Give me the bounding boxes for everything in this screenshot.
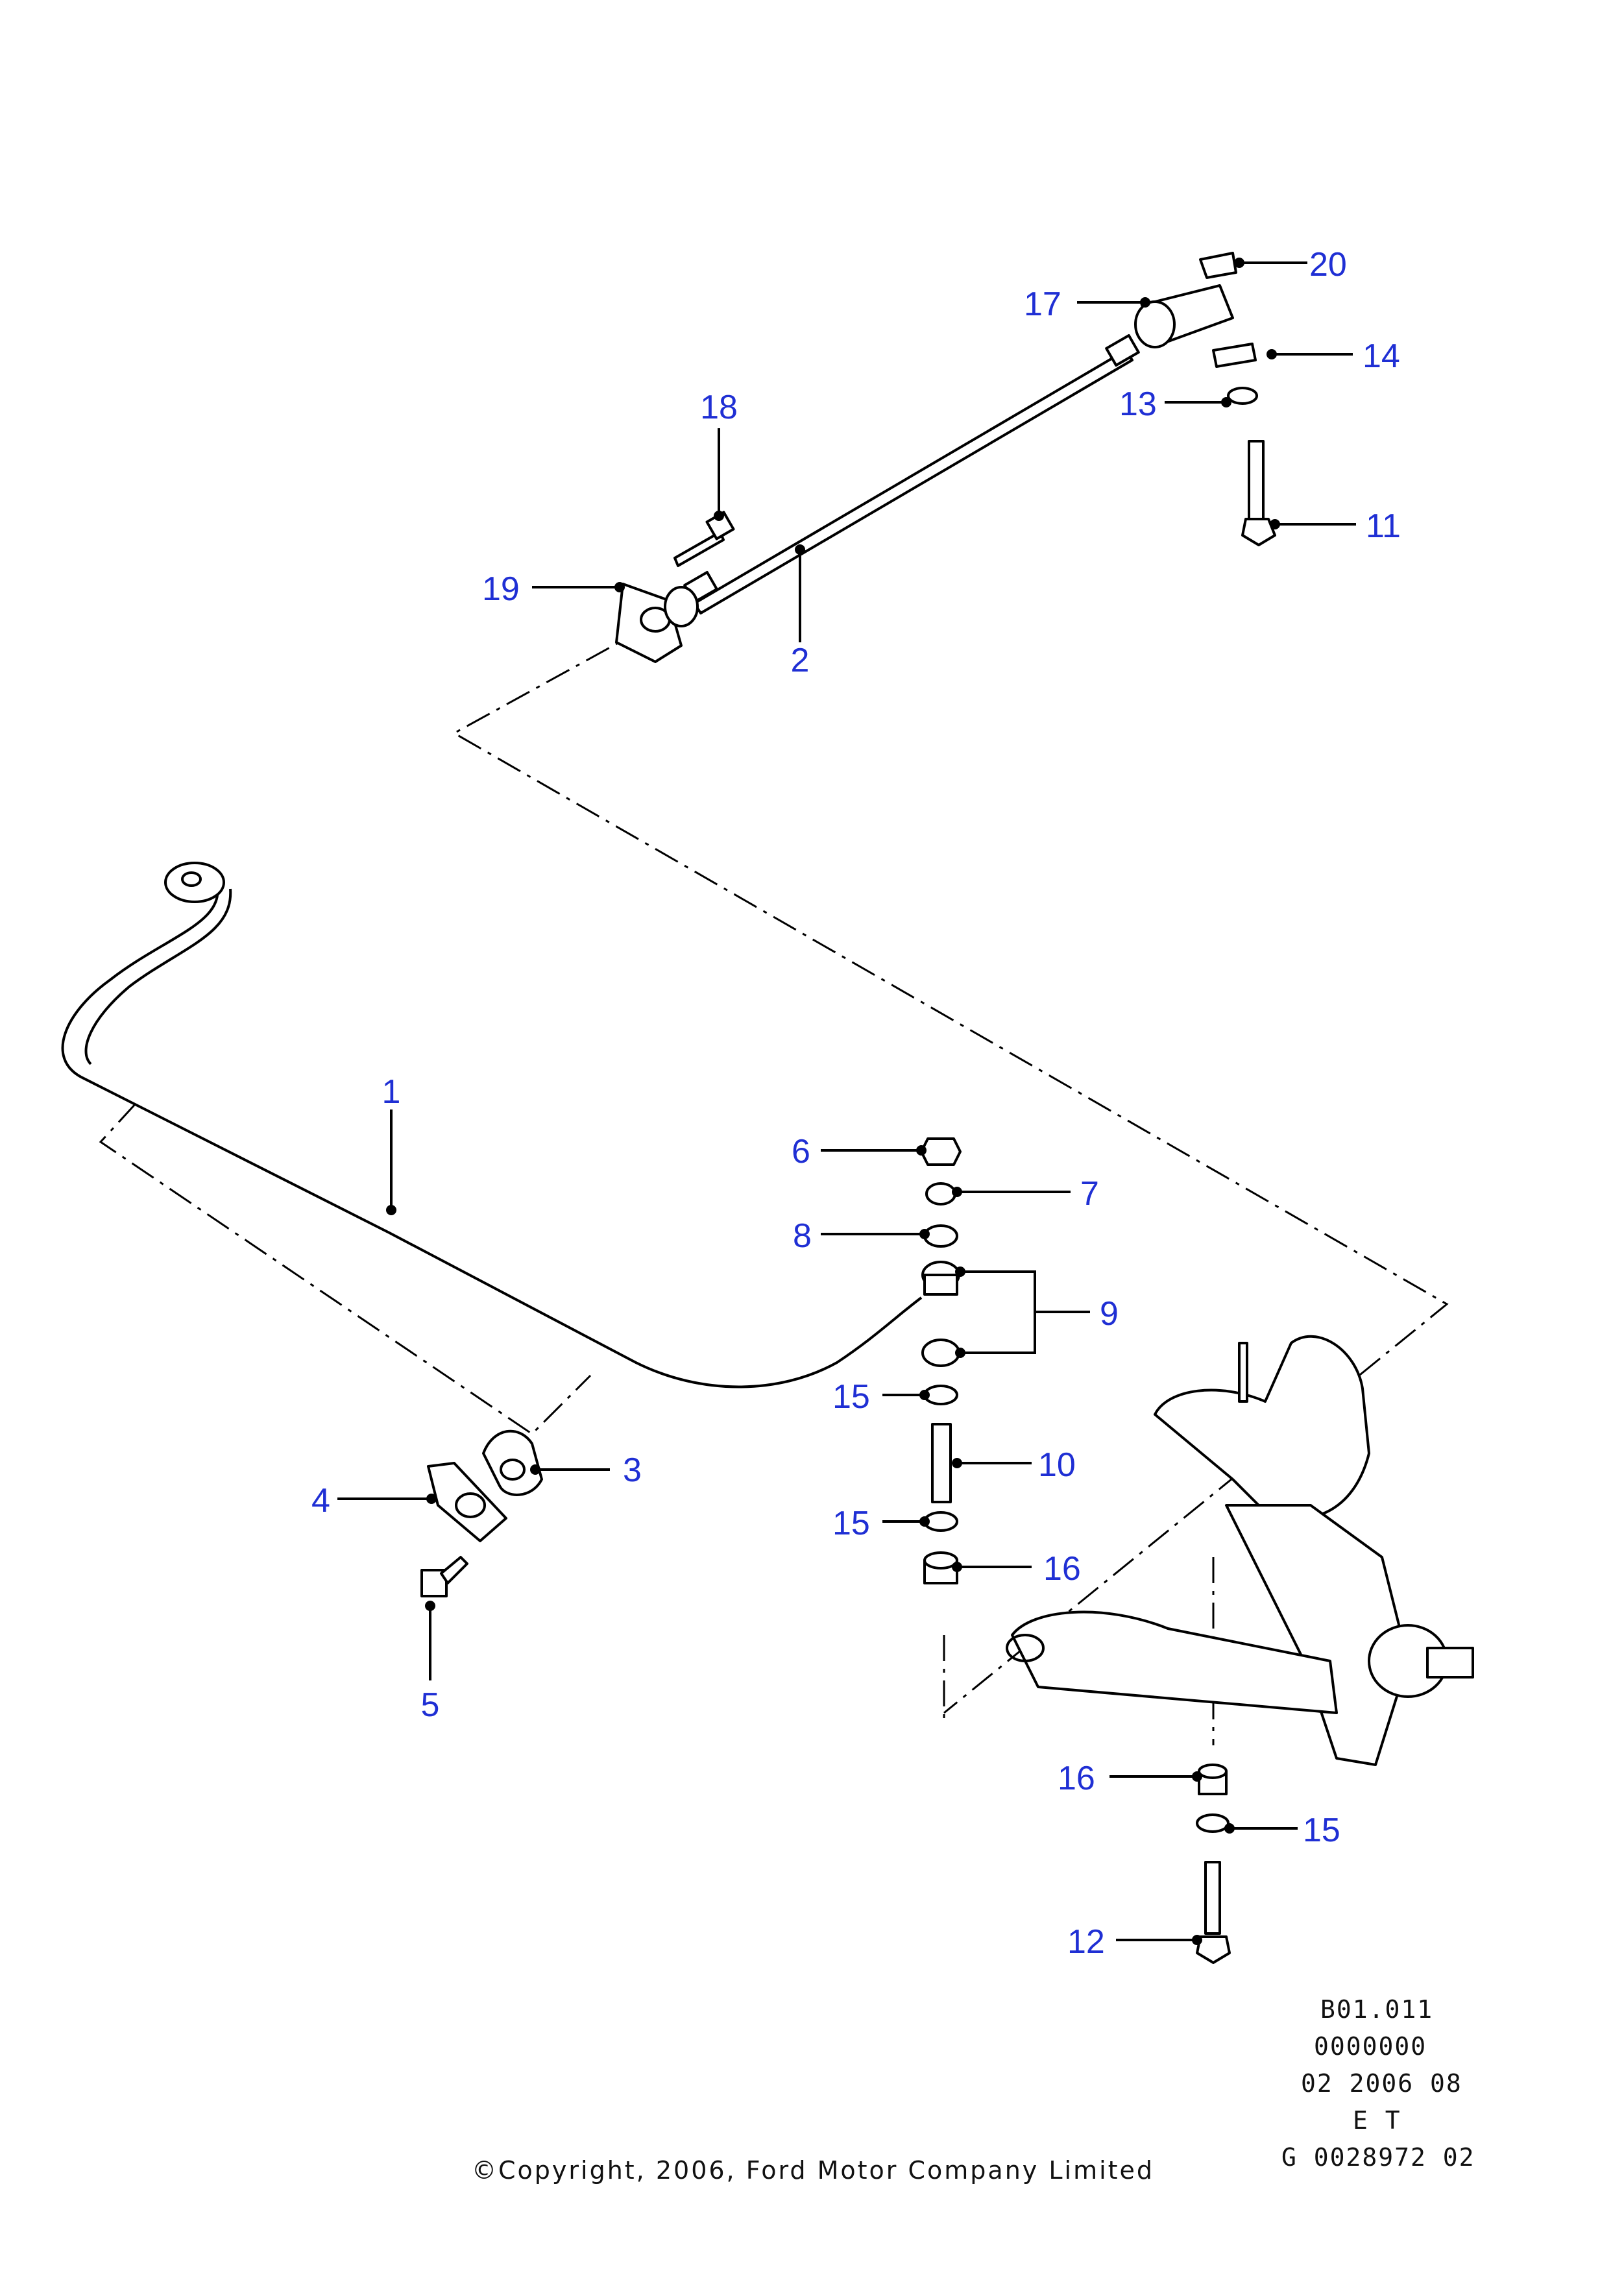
callout-6: 6	[792, 1133, 810, 1170]
callout-20: 20	[1309, 246, 1347, 284]
callout-4: 4	[311, 1482, 330, 1520]
torsion-shaft	[683, 334, 1140, 614]
callout-9: 9	[1100, 1295, 1119, 1333]
stabilizer-bar	[61, 862, 923, 1388]
callout-15c: 15	[1303, 1812, 1340, 1849]
callout-15a: 15	[832, 1378, 870, 1416]
mount-flange	[615, 583, 699, 663]
callout-1: 1	[382, 1073, 401, 1111]
callout-18: 18	[700, 389, 738, 426]
callout-5: 5	[421, 1686, 440, 1724]
callout-7: 7	[1080, 1175, 1099, 1213]
callout-leaders	[337, 258, 1356, 1945]
link-stack	[920, 1137, 962, 1584]
lower-link-hardware	[1196, 1764, 1231, 1964]
ref-line-1: B01.011	[1320, 1995, 1433, 2024]
callout-17: 17	[1024, 285, 1061, 323]
callout-8: 8	[793, 1217, 812, 1255]
callout-13: 13	[1119, 385, 1157, 423]
callout-15b: 15	[832, 1505, 870, 1542]
copyright-notice: ©Copyright, 2006, Ford Motor Company Lim…	[472, 2156, 1154, 2185]
bar-bushing	[482, 1429, 543, 1496]
callout-12: 12	[1067, 1923, 1105, 1961]
callout-10: 10	[1038, 1446, 1076, 1484]
callout-3: 3	[623, 1451, 642, 1489]
upper-link-assembly	[1134, 252, 1276, 546]
callout-2: 2	[791, 642, 810, 679]
callout-11: 11	[1366, 507, 1401, 545]
callout-14: 14	[1363, 337, 1400, 375]
ref-line-4: E T	[1353, 2106, 1401, 2135]
bracket-bolt	[420, 1556, 468, 1597]
callout-16b: 16	[1058, 1760, 1095, 1797]
suspension-knuckle-assembly	[1006, 1335, 1474, 1766]
ref-line-5: G 0028972 02	[1281, 2143, 1475, 2172]
flange-bolt	[673, 511, 735, 567]
reference-block: B01.011 0000000 02 2006 08 E T G 0028972…	[1281, 1995, 1475, 2172]
ref-line-3: 02 2006 08	[1301, 2069, 1462, 2098]
ref-line-2: 0000000	[1314, 2032, 1427, 2061]
callout-labels: 1 2 3 4 5 6 7 8 9 10 11 12 13 14 15 15 1…	[311, 246, 1401, 1961]
callout-16a: 16	[1043, 1550, 1081, 1588]
callout-19: 19	[482, 570, 520, 608]
